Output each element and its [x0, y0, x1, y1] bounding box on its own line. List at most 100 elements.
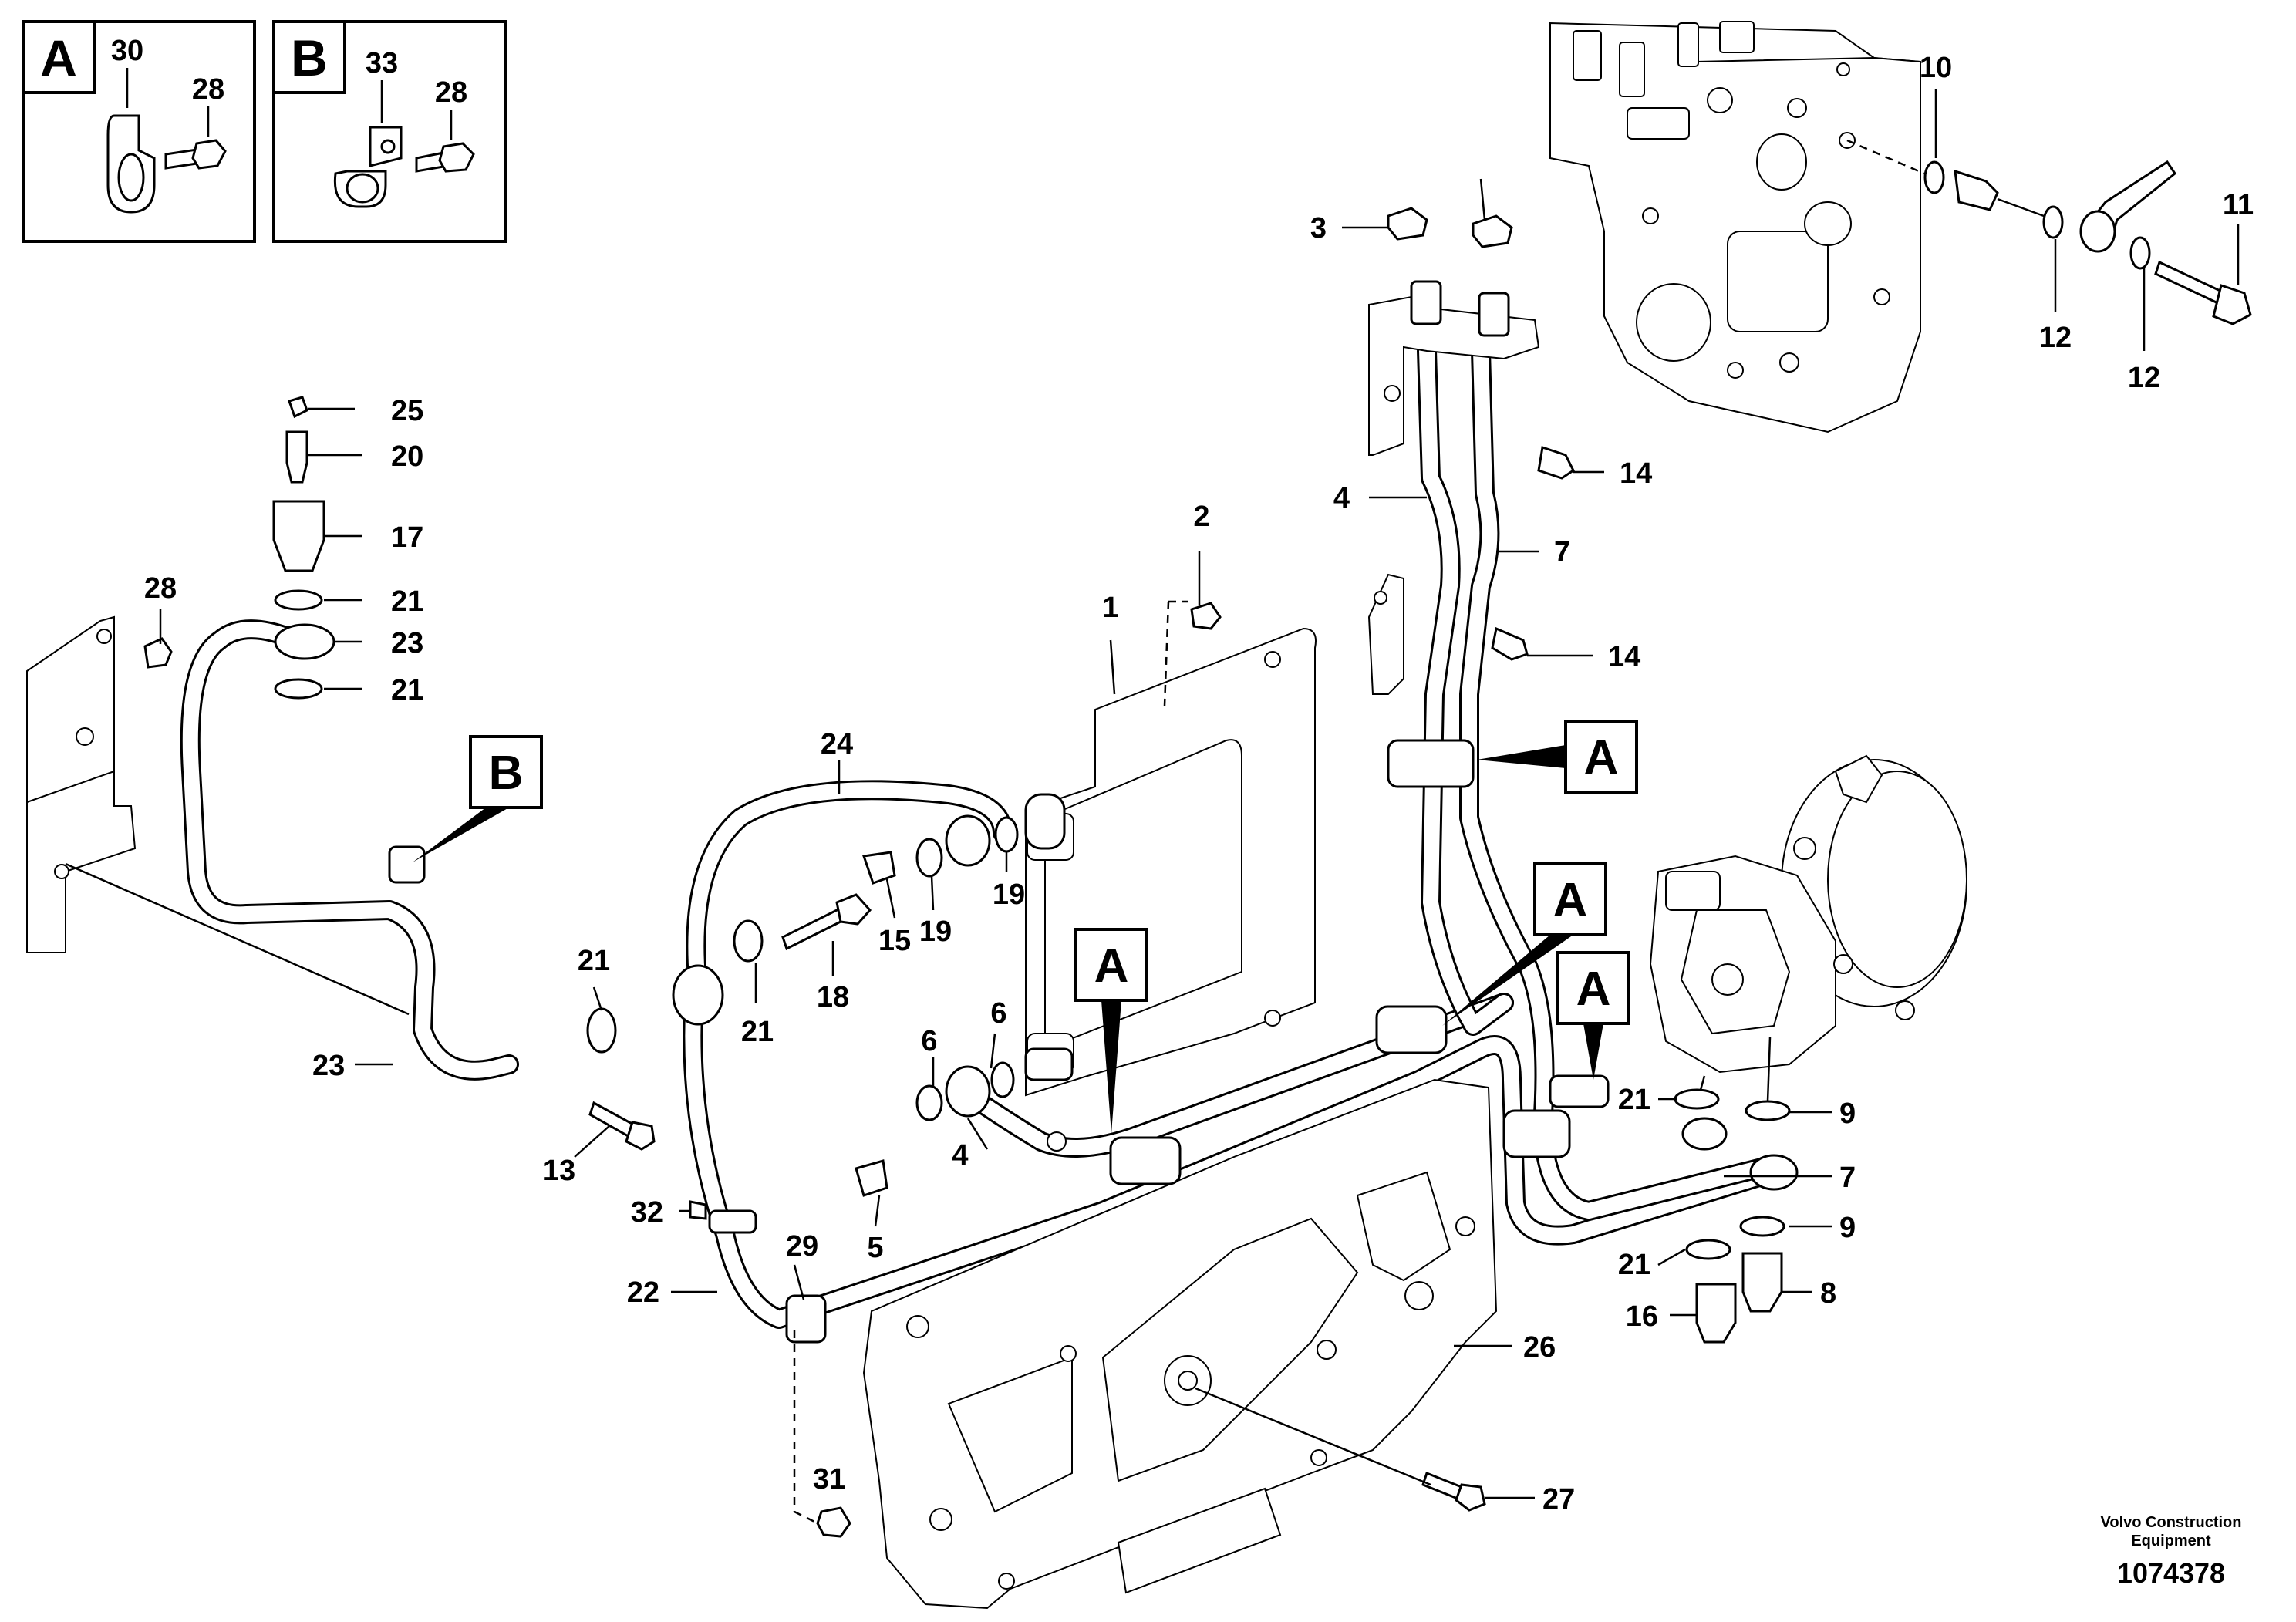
label-29: 29 [786, 1230, 818, 1263]
callout-a4-letter: A [1576, 963, 1611, 1016]
plug-5-icon [855, 1159, 888, 1197]
banjo-7-icon [1681, 1117, 1728, 1151]
left-bracket [26, 615, 410, 1016]
label-12-b: 12 [2128, 362, 2160, 394]
label-14-b: 14 [1608, 641, 1640, 673]
gear-housing [862, 1078, 1498, 1610]
label-7-b: 7 [1839, 1162, 1856, 1194]
label-27: 27 [1542, 1483, 1575, 1516]
nipple-20-icon [285, 430, 308, 484]
screw-28-b-icon [415, 142, 475, 173]
label-21-b: 21 [391, 674, 423, 706]
screw-31-icon [816, 1506, 851, 1538]
footer: Volvo Construction Equipment 1074378 [2101, 1514, 2242, 1589]
washer-21b-icon [733, 919, 764, 963]
callout-a1-letter: A [1584, 731, 1619, 784]
callout-a3-letter: A [1094, 939, 1129, 993]
label-6-b: 6 [921, 1025, 937, 1057]
part-labels: 25 20 17 21 23 21 28 23 21 13 21 18 15 1… [144, 52, 2254, 1516]
label-19-a: 19 [919, 916, 952, 948]
detail-b-label-screw: 28 [435, 76, 467, 109]
screw-28-a-icon [164, 139, 227, 170]
washer-21-bottom-icon [274, 678, 323, 700]
label-4-b: 4 [952, 1139, 968, 1172]
screw-2-icon [1190, 602, 1222, 630]
nut-3a-icon [1387, 207, 1428, 241]
label-28: 28 [144, 572, 177, 605]
label-21-e: 21 [1618, 1084, 1650, 1116]
detail-box-b-letter: B [291, 29, 328, 86]
banjo-bolt-17-icon [272, 500, 325, 572]
label-21-c: 21 [578, 945, 610, 977]
banjo-23-icon [274, 623, 335, 660]
label-21-f: 21 [1618, 1249, 1650, 1281]
small-parts [143, 207, 1799, 1538]
bolt-16-icon [1695, 1283, 1737, 1344]
detail-a-label-screw: 28 [192, 73, 224, 106]
detail-b-label-clip: 33 [366, 47, 398, 79]
pipe-clips [388, 739, 1610, 1344]
label-14-a: 14 [1620, 457, 1652, 490]
label-19-b: 19 [993, 878, 1025, 911]
brand-line-2: Equipment [2131, 1533, 2211, 1549]
screw-14b-icon [1491, 626, 1529, 661]
label-15: 15 [878, 925, 911, 957]
label-6-a: 6 [990, 997, 1006, 1030]
banjo-bolt-11-icon [2154, 260, 2227, 307]
label-2: 2 [1193, 501, 1209, 533]
nipple-icon [1954, 169, 1999, 211]
label-5: 5 [867, 1232, 883, 1264]
label-23-b: 23 [312, 1050, 345, 1082]
screw-14a-icon [1537, 446, 1575, 480]
screw-32-icon [689, 1200, 707, 1220]
label-25: 25 [391, 395, 423, 427]
cap-25-icon [288, 396, 308, 419]
label-31: 31 [813, 1463, 845, 1496]
detail-box-a-letter: A [40, 29, 77, 86]
callout-b-letter: B [489, 747, 524, 800]
fuel-pump [1649, 754, 1967, 1074]
label-13: 13 [543, 1155, 575, 1187]
clip-33-icon [333, 126, 403, 208]
label-23-a: 23 [391, 627, 423, 659]
clip-30-icon [106, 114, 156, 214]
label-24: 24 [821, 728, 853, 760]
callout-boxes: B A A A A [413, 720, 1638, 1134]
label-21-a: 21 [391, 585, 423, 618]
label-9-a: 9 [1839, 1098, 1856, 1130]
drawing-number: 1074378 [2117, 1557, 2225, 1589]
label-12-a: 12 [2039, 322, 2072, 354]
washer-12a-icon [2042, 205, 2064, 239]
label-18: 18 [817, 981, 849, 1013]
brand-line-1: Volvo Construction [2101, 1514, 2242, 1531]
label-9-b: 9 [1839, 1212, 1856, 1244]
label-8: 8 [1820, 1277, 1836, 1310]
nut-3b-icon [1472, 214, 1513, 248]
leader-lines [159, 89, 2240, 1525]
detail-box-b: B 33 28 [272, 20, 507, 243]
label-22: 22 [627, 1276, 659, 1309]
detail-box-a: A 30 28 [22, 20, 256, 243]
washer-10-icon [1923, 160, 1945, 194]
engine-connection [1846, 139, 2252, 325]
screw-28-icon [143, 637, 173, 669]
label-32: 32 [631, 1196, 663, 1229]
label-26: 26 [1523, 1331, 1556, 1364]
fuel-pipes [180, 341, 1784, 1329]
callout-a2-letter: A [1553, 874, 1588, 927]
washer-12b-icon [2129, 236, 2151, 270]
label-3: 3 [1310, 212, 1327, 244]
pipe-bracket-upper [1367, 295, 1540, 695]
label-4-a: 4 [1333, 482, 1350, 514]
bolt-8-icon [1741, 1252, 1783, 1313]
banjo-eye-icon [2079, 210, 2116, 253]
washer-21-top-icon [274, 589, 323, 611]
label-1: 1 [1102, 592, 1118, 624]
label-20: 20 [391, 440, 423, 473]
plug-15-icon [861, 851, 896, 885]
label-11: 11 [2223, 189, 2254, 221]
label-10: 10 [1920, 52, 1952, 84]
detail-a-label-clip: 30 [111, 35, 143, 67]
label-21-d: 21 [741, 1016, 774, 1048]
